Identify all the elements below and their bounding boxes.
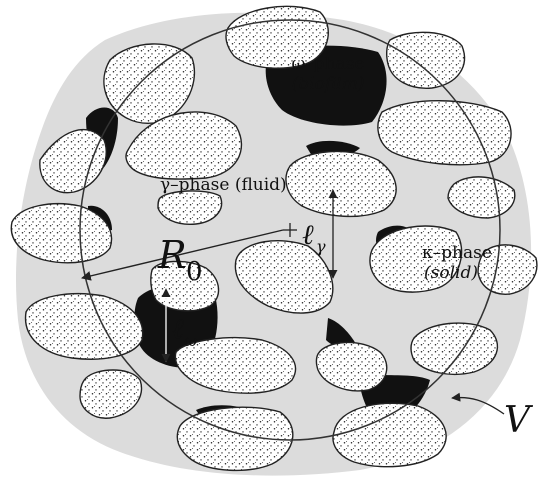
labels: ω–phase (biofilm) γ–phase (fluid) κ–phas… [157, 54, 534, 441]
ell-omega-subscript: ω [184, 331, 197, 350]
kappa-phase-label: κ–phase [422, 243, 492, 263]
ell-gamma-label: ℓ [302, 218, 314, 251]
radius-line [81, 229, 284, 281]
ell-gamma-subscript: γ [316, 237, 326, 256]
radius-subscript: 0 [186, 257, 203, 287]
ell-omega-label: ℓ [172, 312, 184, 345]
solid-grains [10, 5, 538, 472]
omega-phase-label: ω–phase [291, 54, 364, 74]
plus-icon [283, 223, 297, 237]
kappa-phase-sublabel: (solid) [424, 263, 478, 283]
radius-label: R [157, 233, 187, 277]
gamma-phase-label: γ–phase (fluid) [160, 175, 287, 195]
averaging-volume-circle [79, 19, 501, 441]
volume-pointer [451, 392, 505, 415]
volume-label: V [504, 400, 534, 441]
omega-phase-sublabel: (biofilm) [292, 74, 365, 94]
